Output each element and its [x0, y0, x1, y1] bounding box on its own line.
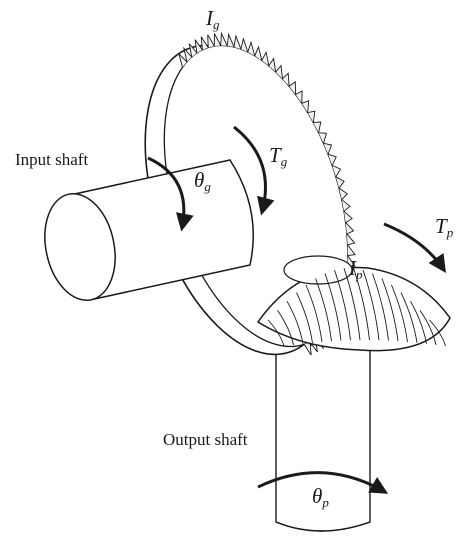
pinion-gear-tooth: [410, 300, 427, 344]
pinion-gear-tooth: [286, 300, 304, 344]
ring-gear-tooth: [247, 40, 256, 56]
ring-gear-tooth: [194, 39, 203, 54]
tp-label: Tp: [435, 214, 454, 240]
ip-label: Ip: [349, 256, 363, 282]
ring-gear-tooth: [347, 244, 356, 257]
pinion-gear-tooth: [372, 273, 389, 341]
ring-gear-tooth: [338, 187, 348, 201]
ring-gear-tooth: [345, 222, 355, 235]
ring-gear-tooth: [254, 45, 263, 61]
ring-gear-tooth: [226, 32, 235, 48]
pinion-gear-tooth: [362, 269, 380, 341]
ring-gear-tooth: [346, 233, 356, 246]
rotation-arrows: [147, 125, 446, 494]
ring-gear-tooth: [301, 100, 310, 113]
ring-gear-tooth: [303, 341, 312, 356]
pinion-gear-tooth: [324, 273, 342, 341]
ring-gear-tooth: [318, 132, 327, 144]
pinion-gear-tooth: [305, 284, 323, 343]
ring-gear-tooth: [282, 72, 290, 87]
pinion-gear-tooth: [267, 319, 285, 347]
ring-gear-tooth: [183, 46, 193, 62]
ig-label: Ig: [206, 6, 220, 32]
pinion-gear-tooth: [400, 292, 418, 343]
pinion-gear-tooth: [353, 268, 370, 341]
ring-gear-tooth: [332, 164, 342, 178]
input-shaft-label: Input shaft: [15, 150, 89, 169]
pinion-gear-tooth: [334, 269, 351, 341]
ring-gear-tooth: [207, 34, 215, 48]
ring-gear-tooth: [327, 153, 337, 166]
theta-g-label: θg: [194, 168, 211, 194]
theta-g-arrow: [147, 156, 194, 232]
pinion-gear-tooth: [429, 319, 446, 347]
ring-gear-tooth: [178, 52, 188, 68]
ring-gear-tooth: [343, 210, 353, 223]
tp-arrow: [383, 222, 446, 273]
theta-p-arrow: [257, 471, 389, 494]
ring-gear-tooth: [313, 121, 322, 133]
pinion-gear-tooth: [381, 278, 399, 342]
pinion-gear-tooth: [419, 310, 437, 346]
ring-gear-tooth: [341, 199, 351, 212]
ring-gear-tooth: [307, 110, 316, 123]
ring-gear-tooth: [288, 81, 297, 95]
ring-gear-tooth: [200, 36, 209, 50]
ring-gear-tooth: [220, 31, 228, 46]
input-shaft-cylinder: [44, 159, 255, 302]
ring-gear-tooth: [275, 64, 283, 79]
ring-gear-tooth: [268, 57, 277, 72]
ring-gear-tooth: [233, 34, 242, 50]
output-shaft-cylinder: [275, 344, 371, 532]
pinion-gear-tooth: [315, 278, 332, 342]
ring-gear-tooth: [188, 43, 198, 58]
pinion-gear-tooth: [343, 268, 361, 341]
pinion-gear-tooth: [277, 310, 294, 346]
ring-gear-tooth: [240, 37, 249, 53]
pinion-gear-tooth: [391, 284, 408, 343]
ring-gear-tooth: [323, 142, 333, 155]
ring-gear-tooth: [213, 33, 222, 47]
pinion-gear: [256, 255, 451, 352]
pinion-gear-tooth: [296, 292, 313, 343]
ring-gear-tooth: [295, 90, 303, 104]
ring-gear-tooth: [335, 176, 345, 189]
theta-p-label: θp: [312, 484, 329, 510]
tg-arrow: [233, 125, 275, 216]
tg-label: Tg: [269, 143, 288, 169]
output-shaft-label: Output shaft: [163, 430, 248, 449]
ring-gear-tooth: [261, 50, 270, 66]
pinion-gear-teeth: [267, 268, 446, 347]
